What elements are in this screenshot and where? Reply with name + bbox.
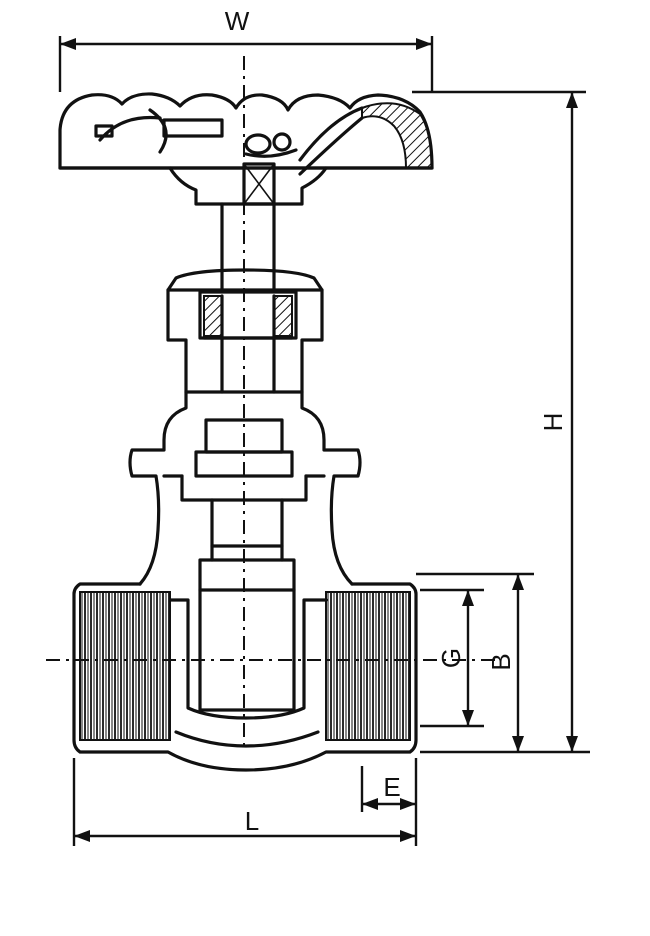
dimension-w (58, 36, 434, 92)
dimension-h-label: H (538, 413, 568, 432)
dimension-l-label: L (245, 806, 259, 836)
dimension-e-label: E (383, 772, 400, 802)
handwheel (58, 92, 434, 206)
left-thread (79, 591, 171, 741)
dimension-e (360, 766, 416, 812)
valve-body (72, 558, 418, 772)
dimension-g (420, 588, 484, 728)
dimension-h (412, 90, 590, 754)
packing-nut (166, 268, 324, 394)
valve-stem (220, 202, 276, 292)
dimension-g-label: G (436, 648, 466, 668)
dimension-b (416, 572, 534, 752)
dimension-b-label: B (486, 653, 516, 670)
dimension-w-label: W (225, 6, 250, 36)
dimension-l (72, 758, 418, 846)
right-thread (325, 591, 411, 741)
